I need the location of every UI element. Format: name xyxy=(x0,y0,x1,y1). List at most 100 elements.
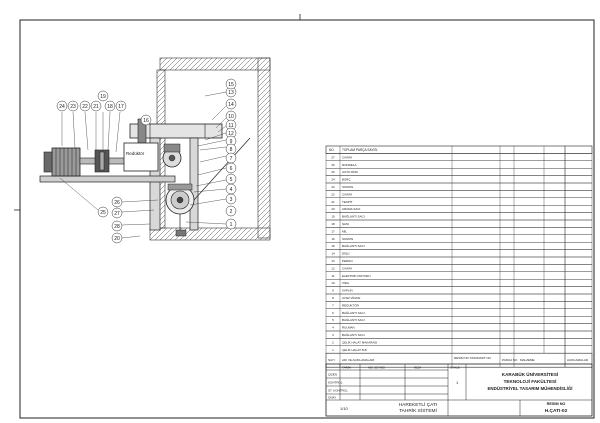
bom-row-name: ARAMA SACI xyxy=(342,207,361,211)
sheet-border xyxy=(19,19,595,419)
drawing-no-label: RESİM NO xyxy=(547,402,566,406)
bom-row-name: CIVATA xyxy=(342,192,352,196)
motor-platform xyxy=(39,175,176,183)
callout-14: 14 xyxy=(225,98,237,110)
bom-row xyxy=(325,301,593,309)
bom-row-no: 11 xyxy=(331,274,334,278)
svg-text:25: 25 xyxy=(100,210,106,216)
svg-text:17: 17 xyxy=(118,104,124,110)
bom-row-no: 7 xyxy=(332,303,334,307)
callout-22: 22 xyxy=(79,100,91,112)
bom-row-no: 27 xyxy=(331,155,335,159)
bom-row xyxy=(325,175,593,184)
bom-row-name: AYAR VİDASI xyxy=(342,295,361,300)
bom-row-no: 1 xyxy=(332,348,334,352)
bom-footer-part: PARÇA NO xyxy=(502,358,518,362)
bom-row-name: ELEKTRİK MOTORU xyxy=(342,273,371,278)
bom-row-no: 17 xyxy=(331,229,335,233)
top-beam xyxy=(129,123,223,139)
svg-text:23: 23 xyxy=(70,104,76,110)
bom-row-name: AUTO DİSK xyxy=(342,169,358,174)
callout-27: 27 xyxy=(111,207,123,219)
reducer-box xyxy=(123,142,159,172)
bom-row xyxy=(325,153,593,161)
svg-text:1: 1 xyxy=(230,222,233,228)
bom-row xyxy=(325,293,593,302)
callout-5: 5 xyxy=(225,173,237,185)
bom-row-name: SOMUN xyxy=(342,237,353,241)
date-header: TARİH xyxy=(342,365,351,370)
bom-row-no: 24 xyxy=(331,178,335,182)
bom-row-no: 23 xyxy=(331,185,335,189)
bom-row-no: 26 xyxy=(331,163,335,167)
svg-text:11: 11 xyxy=(228,123,233,129)
reducer-label: Redüktör xyxy=(126,151,145,156)
callout-28: 28 xyxy=(111,220,123,232)
bom-row xyxy=(325,286,593,295)
bom-row-name: MİL xyxy=(342,228,347,233)
bom-footer-mat: MALZEME xyxy=(520,358,535,362)
vertical-support xyxy=(149,137,161,231)
bom-footer-note: AÇIKLAMALAR xyxy=(567,358,589,362)
callout-6: 6 xyxy=(225,162,237,174)
bom-row xyxy=(325,308,593,317)
bom-row-no: 10 xyxy=(331,281,335,285)
scale-value: 1 xyxy=(456,380,459,385)
callout-3: 3 xyxy=(225,193,237,205)
bom-row xyxy=(325,234,593,243)
svg-text:10: 10 xyxy=(228,114,234,120)
bom-row-name: SOMUN xyxy=(342,185,353,189)
callout-7: 7 xyxy=(225,152,237,164)
callout-19: 19 xyxy=(97,90,109,102)
callout-balloons: 13 14 10 11 12 9 8 7 6 5 4 3 2 1 24 23 2… xyxy=(56,78,237,244)
bom-row xyxy=(325,212,593,221)
title-block: TARİH ADI SOYADI İMZA SKALE ÇİZEN KONTRO… xyxy=(325,363,593,417)
bom-row-no: 6 xyxy=(332,311,334,315)
title-line-1: HAREKETLİ ÇATI xyxy=(399,401,438,408)
motor-end-cap xyxy=(43,151,53,173)
svg-text:6: 6 xyxy=(230,166,233,172)
bom-row-no: 15 xyxy=(331,244,335,248)
bom-row xyxy=(325,167,593,176)
callout-2: 2 xyxy=(225,205,237,217)
bom-row-name: DİŞLİ xyxy=(342,251,350,256)
bom-row-name: CIVATA xyxy=(342,155,352,159)
svg-text:20: 20 xyxy=(114,236,120,242)
svg-text:27: 27 xyxy=(114,211,120,217)
callout-23: 23 xyxy=(67,100,79,112)
bom-row xyxy=(325,323,593,332)
bom-row xyxy=(325,160,593,169)
university-line-1: KARABÜK ÜNİVERSİTESİ xyxy=(502,371,558,377)
coupling-ring xyxy=(99,151,105,171)
bom-row xyxy=(325,264,593,272)
svg-text:22: 22 xyxy=(82,104,88,110)
bom-footer-std: RESİM NO STANDART NO xyxy=(454,355,492,360)
bom-row xyxy=(325,197,593,206)
approve-label: ONAY xyxy=(328,396,336,400)
cable-anchor xyxy=(175,229,187,237)
svg-text:5: 5 xyxy=(230,177,233,183)
bom-row-no: 21 xyxy=(331,200,335,204)
bom-row xyxy=(325,204,593,213)
university-line-2: TEKNOLOJİ FAKÜLTESİ xyxy=(504,378,557,384)
bom-row-name: PERNO xyxy=(342,259,353,263)
callout-20: 20 xyxy=(111,232,123,244)
svg-text:14: 14 xyxy=(228,102,234,108)
bom-row-no: 2 xyxy=(332,340,334,344)
bom-header-name: TOPLAM PARÇA SAYISI xyxy=(342,148,378,152)
bom-row-no: 19 xyxy=(331,215,335,219)
bom-row-no: 9 xyxy=(332,289,334,293)
svg-text:26: 26 xyxy=(114,200,120,206)
callout-15: 15 xyxy=(225,78,237,90)
svg-text:18: 18 xyxy=(107,104,113,110)
bom-row-no: 22 xyxy=(331,192,335,196)
svg-text:7: 7 xyxy=(230,156,233,162)
bom-row xyxy=(325,316,593,324)
bom-row-name: ÇELİK HALAT MAKARASI xyxy=(342,339,377,344)
bom-row xyxy=(325,227,593,235)
bom-row xyxy=(325,241,593,250)
callout-25: 25 xyxy=(97,206,109,218)
bom-footer-name: ADI VE AÇIKLAMALARI xyxy=(342,358,375,362)
assembly-drawing: Redüktör xyxy=(39,57,271,244)
